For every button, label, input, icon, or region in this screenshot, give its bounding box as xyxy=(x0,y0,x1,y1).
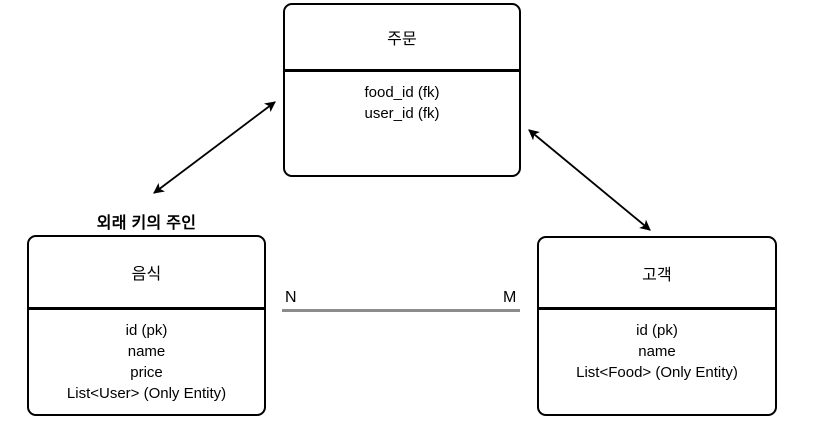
foreign-key-owner-label: 외래 키의 주인 xyxy=(96,215,197,232)
relation-line-food-customer xyxy=(282,309,520,312)
entity-field: List<Food> (Only Entity) xyxy=(576,364,738,381)
entity-order: 주문 food_id (fk) user_id (fk) xyxy=(283,3,521,177)
cardinality-left: N xyxy=(285,289,297,306)
entity-field: name xyxy=(638,343,676,360)
entity-food: 음식 id (pk) name price List<User> (Only E… xyxy=(27,235,266,416)
entity-field: id (pk) xyxy=(636,322,678,339)
entity-food-fields: id (pk) name price List<User> (Only Enti… xyxy=(29,310,264,404)
arrow-order-customer xyxy=(528,129,651,231)
entity-food-title: 음식 xyxy=(29,237,264,310)
cardinality-right: M xyxy=(503,289,517,306)
entity-field: user_id (fk) xyxy=(364,105,440,122)
entity-field: name xyxy=(127,343,166,360)
arrow-order-food xyxy=(153,101,276,194)
entity-order-title: 주문 xyxy=(285,5,519,72)
entity-field: id (pk) xyxy=(125,322,168,339)
entity-field: price xyxy=(130,364,163,381)
entity-customer: 고객 id (pk) name List<Food> (Only Entity) xyxy=(537,236,777,416)
entity-field: food_id (fk) xyxy=(364,84,440,101)
entity-order-fields: food_id (fk) user_id (fk) xyxy=(285,72,519,124)
entity-field: List<User> (Only Entity) xyxy=(66,385,227,402)
entity-customer-title: 고객 xyxy=(539,238,775,310)
entity-customer-fields: id (pk) name List<Food> (Only Entity) xyxy=(539,310,775,383)
